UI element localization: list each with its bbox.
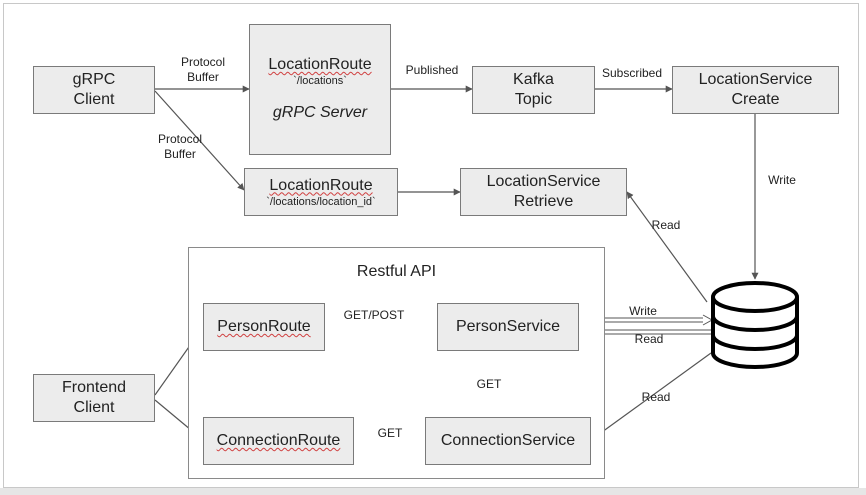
edge-label-read-conn: Read xyxy=(641,390,671,404)
edge-db-to-connservice xyxy=(590,352,712,441)
edge-label-write-create: Write xyxy=(768,173,796,187)
location-service-create-node: LocationService Create xyxy=(672,66,839,114)
person-service-node: PersonService xyxy=(437,303,579,351)
connection-service-node: ConnectionService xyxy=(425,417,591,465)
edge-label-write-person: Write xyxy=(629,304,657,318)
edge-label-get-post: GET/POST xyxy=(343,308,405,322)
edge-label-subscribed: Subscribed xyxy=(601,66,663,80)
connection-route-node: ConnectionRoute xyxy=(203,417,354,465)
location-service-retrieve-node: LocationService Retrieve xyxy=(460,168,627,216)
diagram-frame xyxy=(3,3,859,488)
grpc-server-caption: gRPC Server xyxy=(272,104,368,121)
edge-label-protocol-top-line1: Protocol xyxy=(180,55,226,69)
restful-api-title: Restful API xyxy=(356,263,437,280)
location-route-title: LocationRoute xyxy=(268,56,372,73)
edge-grpc-to-route-id xyxy=(154,90,245,191)
edge-label-protocol-buffer-diag: Protocol Buffer xyxy=(149,132,211,162)
kafka-topic-node: Kafka Topic xyxy=(472,66,595,114)
frontend-client-line2: Client xyxy=(73,399,115,416)
edge-label-read-retrieve: Read xyxy=(651,218,681,232)
person-route-label: PersonRoute xyxy=(217,318,311,335)
edge-label-published: Published xyxy=(405,63,459,77)
frontend-client-node: Frontend Client xyxy=(33,374,155,422)
location-service-create-line1: LocationService xyxy=(698,71,813,88)
grpc-client-node: gRPC Client xyxy=(33,66,155,114)
location-service-retrieve-line1: LocationService xyxy=(486,173,601,190)
grpc-client-line1: gRPC xyxy=(72,71,116,88)
location-route-id-title: LocationRoute xyxy=(269,176,373,194)
location-route-id-node: LocationRoute `/locations/location_id` xyxy=(244,168,398,216)
location-service-create-line2: Create xyxy=(731,91,780,108)
location-route-path: `/locations` xyxy=(293,75,347,87)
location-service-retrieve-line2: Retrieve xyxy=(513,193,574,210)
kafka-topic-line1: Kafka xyxy=(513,71,554,88)
edge-label-get-conn-person: GET xyxy=(476,377,502,391)
grpc-client-line2: Client xyxy=(73,91,115,108)
edge-label-read-person: Read xyxy=(634,332,664,346)
kafka-topic-line2: Topic xyxy=(514,91,553,108)
location-route-id-path: `/locations/location_id` xyxy=(266,195,376,208)
edge-label-protocol-diag-line2: Buffer xyxy=(164,147,196,161)
edge-label-protocol-buffer-top: Protocol Buffer xyxy=(172,55,234,85)
person-service-label: PersonService xyxy=(455,318,561,335)
database-icon xyxy=(711,281,799,369)
connection-service-label: ConnectionService xyxy=(440,432,576,449)
edge-label-protocol-top-line2: Buffer xyxy=(187,70,219,84)
bottom-scroll-strip xyxy=(0,488,866,495)
location-route-server-node: LocationRoute `/locations` gRPC Server xyxy=(249,24,391,155)
edge-db-to-retrieve xyxy=(626,191,708,303)
edge-label-protocol-diag-line1: Protocol xyxy=(157,132,203,146)
frontend-client-line1: Frontend xyxy=(61,379,127,396)
person-route-node: PersonRoute xyxy=(203,303,325,351)
edge-label-get-route-conn: GET xyxy=(377,426,403,440)
connection-route-label: ConnectionRoute xyxy=(216,432,341,449)
